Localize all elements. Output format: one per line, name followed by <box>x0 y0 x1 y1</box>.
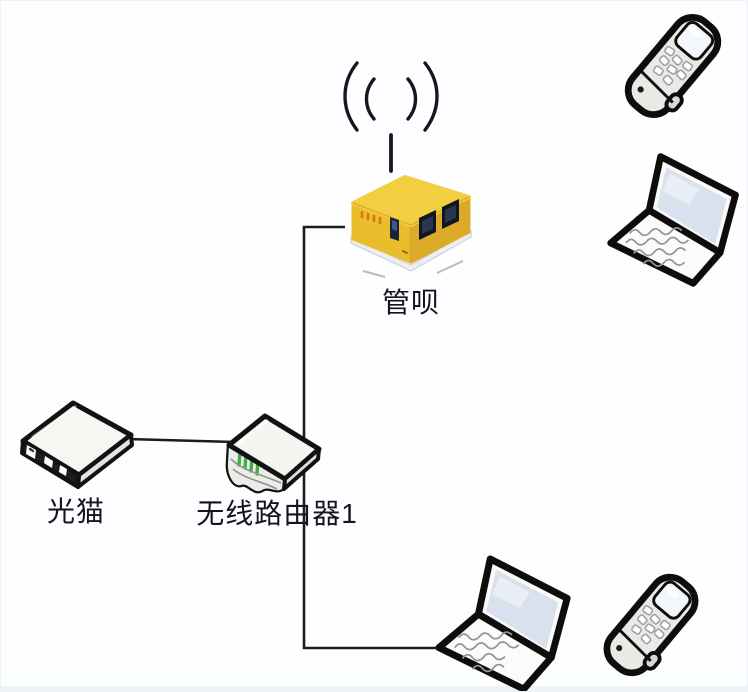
laptop-keys <box>625 227 690 267</box>
phone-screen-glare <box>666 586 679 598</box>
laptop-icon <box>607 153 739 287</box>
phone-divider <box>617 627 652 662</box>
mobile-phone-icon <box>603 573 699 677</box>
connector-modem-router <box>126 437 236 444</box>
gateway-base <box>350 230 472 272</box>
micro-usb-port <box>402 250 408 254</box>
modem-ports <box>26 445 67 476</box>
phone-screen <box>652 580 692 620</box>
size-mark-lines <box>362 260 464 278</box>
laptop-screen <box>656 167 727 244</box>
mobile-phone-icon <box>624 14 722 118</box>
ethernet-ports <box>419 199 459 240</box>
mini-router-icon <box>350 175 472 278</box>
gateway-label: 管呗 <box>381 287 440 318</box>
laptop-screen <box>486 569 559 649</box>
wifi-arc-left-outer <box>343 61 359 132</box>
modem-top-highlight <box>31 405 77 439</box>
router-top-highlight <box>237 419 269 445</box>
phone-mic-dot <box>616 645 623 652</box>
router-label: 无线路由器1 <box>196 498 358 529</box>
laptop-base <box>607 207 724 287</box>
laptop-keys <box>453 631 520 673</box>
phone-screen-glare <box>688 26 702 39</box>
modem-label: 光猫 <box>46 496 105 527</box>
wifi-signal-icon <box>343 61 439 173</box>
wireless-router-icon <box>225 413 322 494</box>
usb-port <box>390 217 399 241</box>
phone-screen <box>674 20 715 61</box>
phone-keypad <box>631 605 671 645</box>
wifi-arc-right-outer <box>423 61 439 132</box>
laptop-base <box>435 610 555 691</box>
phone-divider <box>638 68 674 104</box>
phone-keypad <box>652 45 694 86</box>
laptop-screen-glare <box>492 576 530 609</box>
laptop-icon <box>435 555 571 691</box>
modem-port-dot <box>28 447 35 453</box>
wifi-arc-right-inner <box>406 77 418 121</box>
fiber-modem-icon <box>20 400 134 489</box>
phone-mic-dot <box>637 86 644 93</box>
wifi-arc-left-inner <box>364 77 376 121</box>
router-ridge-lines <box>230 458 282 490</box>
led-indicators <box>360 210 382 225</box>
laptop-screen-glare <box>662 173 699 205</box>
router-face-side <box>282 447 321 491</box>
